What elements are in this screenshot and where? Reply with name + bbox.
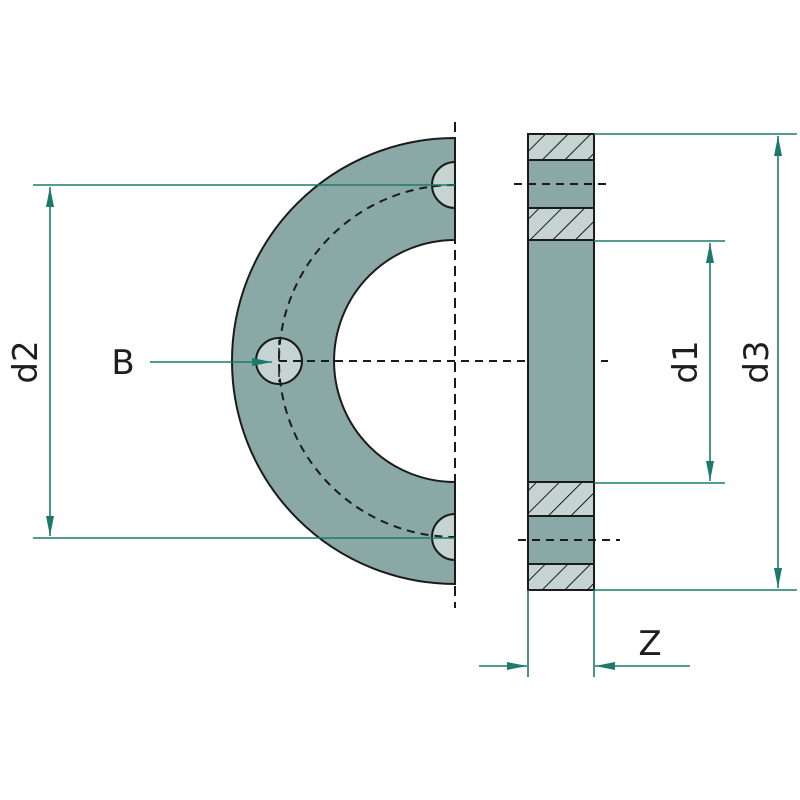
section-body bbox=[527, 133, 595, 591]
hatch-band-2 bbox=[527, 207, 595, 241]
hatch-band-3 bbox=[527, 481, 595, 517]
label-z: Z bbox=[638, 624, 661, 664]
bolt-circle bbox=[278, 184, 456, 538]
label-d3: d3 bbox=[737, 340, 777, 383]
dimensions bbox=[33, 133, 797, 677]
label-d2: d2 bbox=[6, 340, 46, 383]
hatch-band-1 bbox=[527, 133, 595, 161]
label-d1: d1 bbox=[666, 340, 706, 383]
front-half-view bbox=[231, 122, 608, 608]
ring-body bbox=[231, 136, 456, 586]
hatch-band-4 bbox=[527, 563, 595, 591]
side-section-view bbox=[514, 133, 620, 591]
label-b: B bbox=[111, 343, 134, 383]
bolt-hole-bottom bbox=[431, 512, 456, 562]
